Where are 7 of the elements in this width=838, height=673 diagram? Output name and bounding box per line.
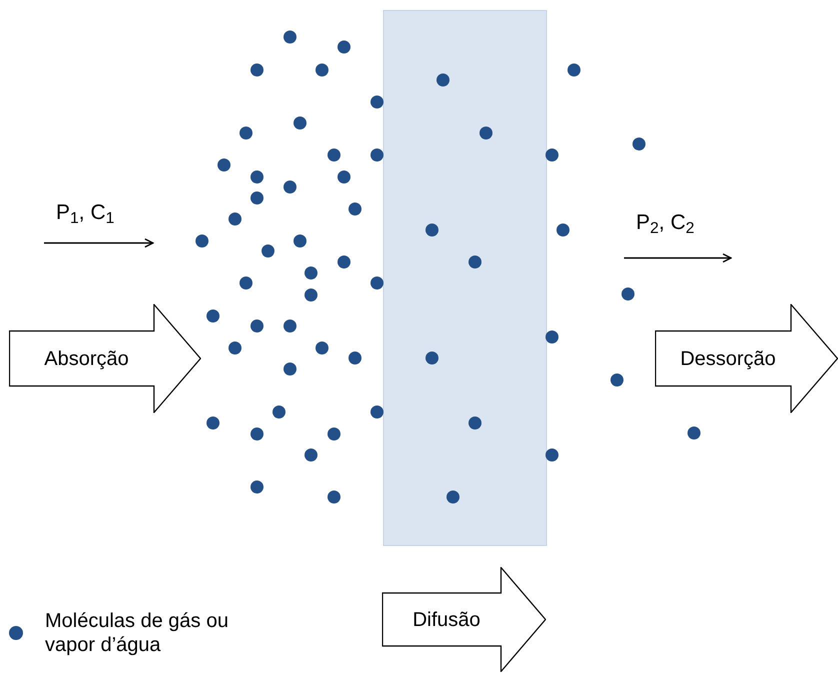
arrow-label: Difusão	[412, 608, 480, 632]
membrane-panel	[383, 10, 547, 546]
arrow-label: Dessorção	[680, 346, 776, 372]
flow-label: P$_{1}$, C$_{1}$	[56, 202, 114, 223]
legend-text: Moléculas de gás ou vapor d’água	[45, 609, 230, 657]
arrow-label: Absorção	[44, 346, 129, 372]
flow-label: P$_{2}$, C$_{2}$	[636, 212, 694, 233]
